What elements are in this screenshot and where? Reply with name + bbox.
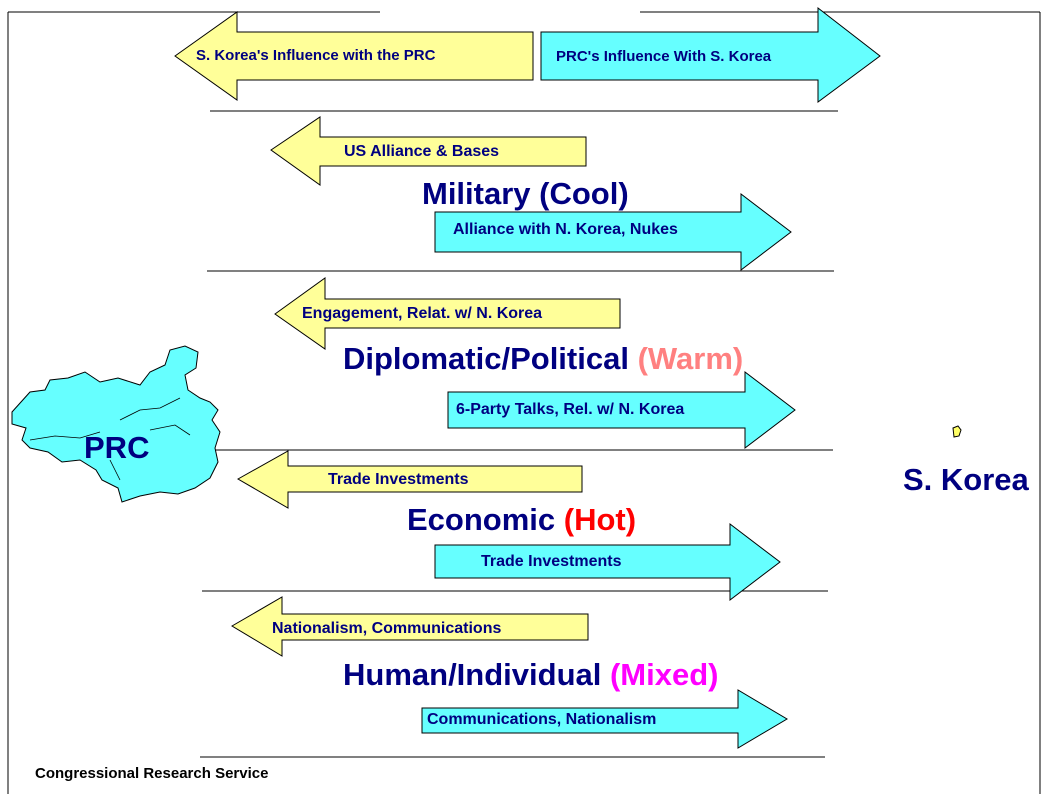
- economic-temperature: (Hot): [563, 502, 637, 537]
- human-right-arrow: [421, 689, 788, 749]
- diplomatic-temperature: (Warm): [637, 341, 744, 376]
- south-korea-map-shape: [952, 425, 962, 438]
- human-heading-text: Human/Individual: [343, 657, 602, 692]
- human-right-arrow-label: Communications, Nationalism: [427, 711, 657, 728]
- south-korea-label: S. Korea: [903, 462, 1029, 497]
- diplomatic-left-arrow: [274, 277, 621, 350]
- economic-heading: Economic (Hot): [407, 504, 636, 535]
- human-left-arrow: [231, 596, 589, 657]
- diplomatic-heading-text: Diplomatic/Political: [343, 341, 629, 376]
- diplomatic-right-arrow-label: 6-Party Talks, Rel. w/ N. Korea: [456, 401, 685, 418]
- economic-heading-text: Economic: [407, 502, 556, 537]
- military-left-arrow-label: US Alliance & Bases: [344, 143, 500, 160]
- prc-province-lines: [29, 397, 191, 481]
- human-heading: Human/Individual (Mixed): [343, 659, 718, 690]
- header-left-arrow-label: S. Korea's Influence with the PRC: [196, 47, 436, 64]
- military-right-arrow-label: Alliance with N. Korea, Nukes: [453, 221, 678, 238]
- economic-right-arrow-label: Trade Investments: [481, 553, 622, 570]
- header-left-arrow: [174, 11, 534, 101]
- diplomatic-heading: Diplomatic/Political (Warm): [343, 343, 743, 374]
- diplomatic-right-arrow: [447, 370, 796, 450]
- economic-left-arrow: [236, 450, 583, 509]
- prc-label: PRC: [84, 430, 150, 465]
- header-right-arrow: [540, 6, 881, 103]
- military-left-arrow: [270, 116, 587, 186]
- military-right-arrow: [434, 192, 792, 272]
- economic-left-arrow-label: Trade Investments: [328, 471, 469, 488]
- military-heading: Military (Cool): [422, 178, 629, 209]
- footer-credit: Congressional Research Service: [35, 765, 269, 782]
- military-heading-text: Military: [422, 176, 531, 211]
- human-left-arrow-label: Nationalism, Communications: [272, 620, 502, 637]
- header-right-arrow-label: PRC's Influence With S. Korea: [556, 48, 772, 65]
- economic-right-arrow: [434, 522, 781, 602]
- diplomatic-left-arrow-label: Engagement, Relat. w/ N. Korea: [302, 305, 543, 322]
- human-temperature: (Mixed): [609, 657, 719, 692]
- prc-map-shape: [11, 345, 221, 503]
- military-temperature: (Cool): [539, 176, 629, 211]
